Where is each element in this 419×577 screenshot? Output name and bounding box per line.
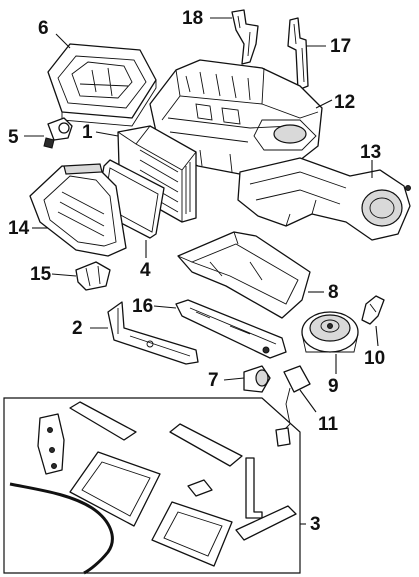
- part-2-bracket: [107, 301, 199, 365]
- part-6-upper-case-cover: [47, 43, 157, 127]
- part-13-blower-housing-duct: [237, 157, 411, 241]
- callout-6: 6: [38, 18, 49, 39]
- callout-5: 5: [8, 127, 19, 148]
- callout-18: 18: [182, 8, 203, 29]
- callout-13: 13: [360, 142, 381, 163]
- callout-11: 11: [318, 414, 339, 435]
- part-14-heater-core: [29, 163, 127, 257]
- callout-12: 12: [334, 92, 355, 113]
- callout-8: 8: [328, 282, 339, 303]
- callout-16: 16: [132, 296, 153, 317]
- callout-9: 9: [328, 376, 339, 397]
- part-5-expansion-valve: [43, 117, 73, 149]
- callout-2: 2: [72, 318, 83, 339]
- callout-17: 17: [330, 36, 351, 57]
- callout-7: 7: [208, 370, 219, 391]
- callout-4: 4: [140, 260, 151, 281]
- part-17-support-bracket: [287, 17, 309, 91]
- part-10-hose: [361, 295, 385, 325]
- part-12-hvac-case: [149, 59, 323, 177]
- part-16-mode-door: [175, 299, 287, 359]
- callout-10: 10: [364, 348, 385, 369]
- part-11-blower-resistor: [275, 365, 311, 447]
- part-3-seal-kit-frame: [3, 397, 301, 574]
- part-3-seal-kit-contents: [9, 401, 297, 575]
- part-15-clip: [75, 261, 111, 291]
- part-9-blower-motor: [301, 311, 359, 353]
- part-18-mounting-bracket: [231, 9, 259, 65]
- callout-1: 1: [82, 122, 93, 143]
- part-1-evaporator-core: [117, 125, 197, 223]
- leader-lines: [24, 17, 379, 525]
- callout-3: 3: [310, 514, 321, 535]
- part-8-lower-case: [177, 231, 311, 319]
- callout-14: 14: [8, 218, 30, 239]
- callout-labels: 6 5 1 18 17 12 13 14 4 15 8 16 2 10 7 9 …: [8, 8, 385, 535]
- part-7-grommet: [243, 365, 271, 393]
- callout-15: 15: [30, 264, 52, 285]
